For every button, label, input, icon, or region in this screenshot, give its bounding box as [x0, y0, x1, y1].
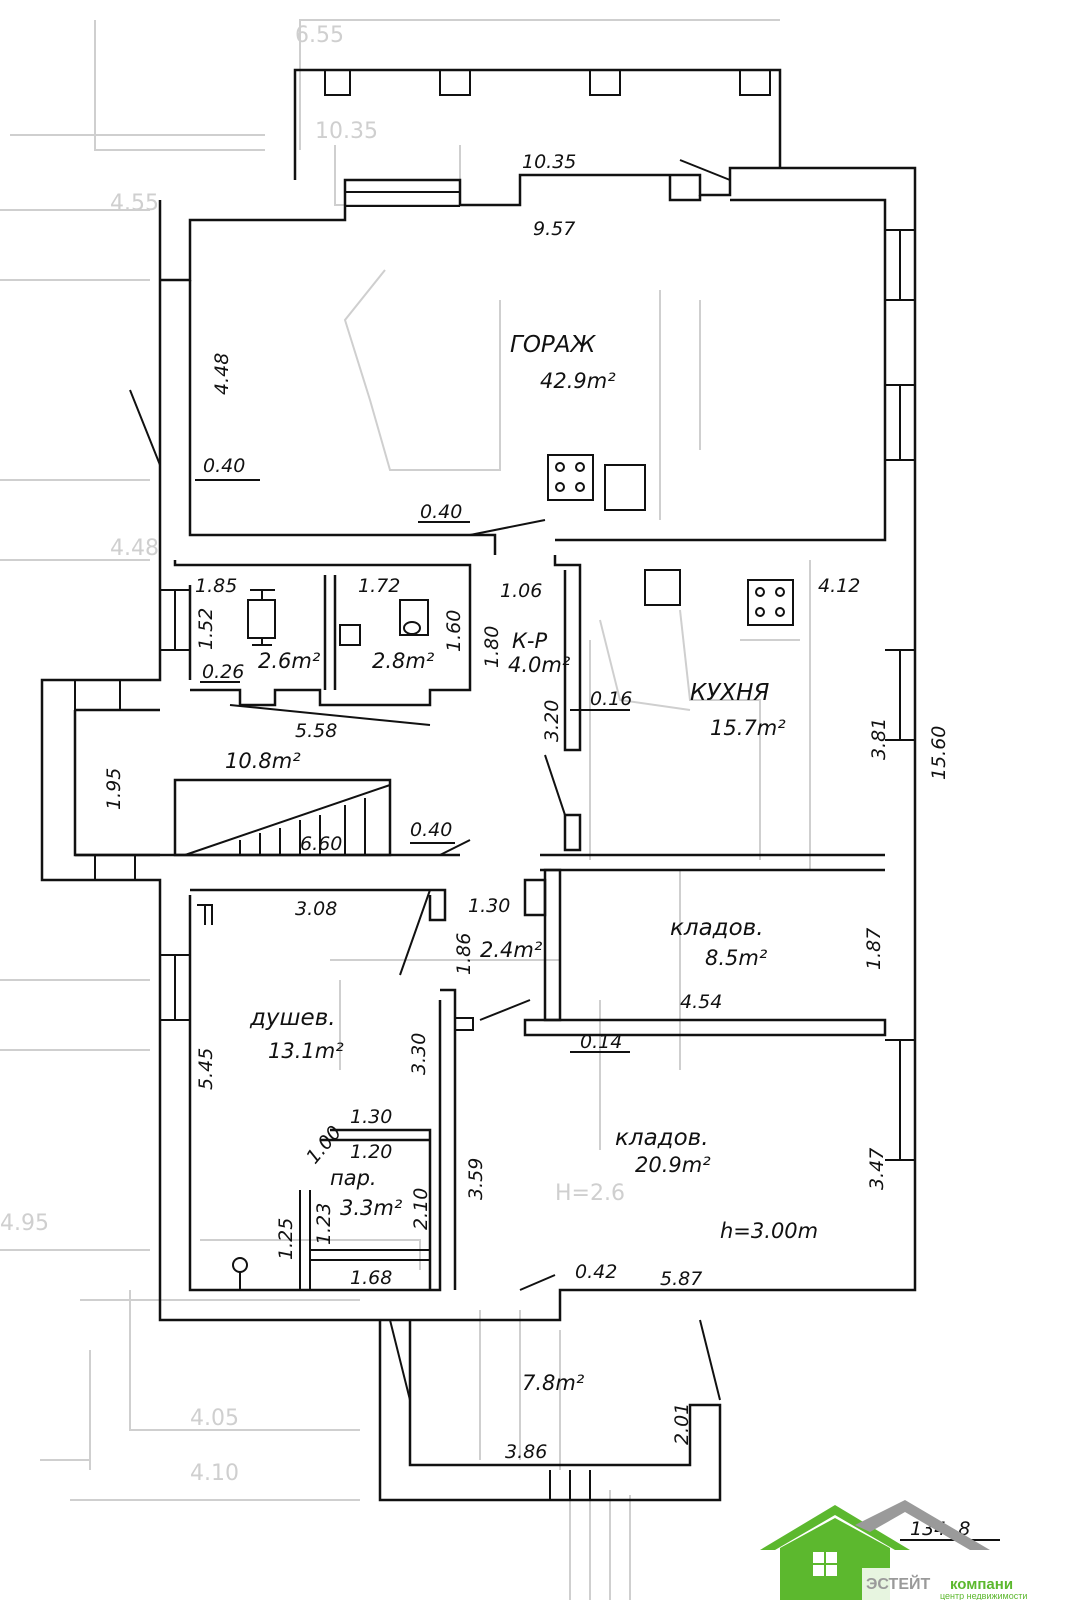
- vest-area: 2.4m²: [480, 938, 543, 962]
- dim-168: 1.68: [350, 1267, 392, 1289]
- dim-042: 0.42: [575, 1261, 617, 1283]
- dim-wall3: 0.40: [410, 819, 452, 841]
- dimension-labels: 10.35 9.57 4.48 0.40 0.40 1.85 1.52 1.72…: [103, 151, 1000, 1541]
- dim-125: 1.25: [275, 1218, 297, 1260]
- dim-wall2: 0.40: [420, 501, 462, 523]
- dim-120: 1.20: [350, 1141, 392, 1163]
- dim-014: 0.14: [580, 1031, 622, 1053]
- logo-brand: ЭСТЕЙТ: [866, 1574, 930, 1593]
- steam-name: пар.: [330, 1166, 377, 1190]
- pantry1-area: 8.5m²: [705, 946, 768, 970]
- dim-359: 3.59: [465, 1158, 487, 1200]
- logo-tagline: центр недвижимости: [940, 1591, 1027, 1600]
- dim-587: 5.87: [660, 1268, 702, 1290]
- hall-area: 10.8m²: [225, 749, 301, 773]
- dim-347: 3.47: [866, 1148, 888, 1190]
- dim-186: 1.86: [453, 933, 475, 975]
- building-walls: [40, 68, 917, 1502]
- dim-b1-h: 1.52: [195, 608, 217, 650]
- dim-123: 1.23: [313, 1203, 335, 1245]
- ghost-layer: 6.55 10.35 4.55 4.48 4.95 H=2.6 4.05 4.1…: [0, 19, 811, 1600]
- pantry2-height: h=3.00m: [720, 1219, 818, 1243]
- steam-area: 3.3m²: [340, 1196, 403, 1220]
- company-logo: ЭСТЕЙТ компани центр недвижимости: [760, 1500, 1071, 1600]
- drain-icon: [232, 1257, 248, 1273]
- corridor-name: К-Р: [512, 629, 547, 653]
- dim-cor-w: 1.06: [500, 580, 542, 602]
- dim-garage-side: 4.48: [211, 353, 233, 395]
- dim-210: 2.10: [410, 1188, 432, 1230]
- dim-195: 1.95: [103, 768, 125, 810]
- ghost-text-8: 4.10: [190, 1461, 239, 1486]
- ghost-text-4: 4.48: [110, 536, 159, 561]
- kitchen-name: КУХНЯ: [690, 680, 769, 706]
- corridor-area: 4.0m²: [508, 653, 571, 677]
- logo-brand-2: компани: [950, 1576, 1013, 1593]
- kitchen-sink-icon: [644, 569, 681, 606]
- dim-total-h: 15.60: [928, 726, 950, 780]
- dim-stair: 6.60: [300, 833, 342, 855]
- dim-b2-w: 1.72: [358, 575, 400, 597]
- dim-026: 0.26: [202, 661, 244, 683]
- dim-386: 3.86: [505, 1441, 547, 1463]
- sink-icon: [604, 464, 646, 511]
- kitchen-area: 15.7m²: [710, 716, 786, 740]
- porch-area: 7.8m²: [522, 1371, 585, 1395]
- pantry1-name: кладов.: [670, 915, 764, 941]
- ghost-text-3: 4.55: [110, 191, 159, 216]
- ghost-text-7: 4.05: [190, 1406, 239, 1431]
- dim-454: 4.54: [680, 991, 722, 1013]
- dim-130b: 1.30: [350, 1106, 392, 1128]
- ghost-text-2: 10.35: [315, 119, 378, 144]
- dim-kit-h: 3.81: [868, 718, 890, 760]
- shower-area: 13.1m²: [268, 1039, 344, 1063]
- dim-201: 2.01: [671, 1403, 693, 1445]
- dim-308: 3.08: [295, 898, 337, 920]
- dim-b1-w: 1.85: [195, 575, 237, 597]
- bath-sink-icon: [247, 589, 276, 646]
- dim-cor-h: 1.80: [481, 626, 503, 668]
- ghost-text-5: 4.95: [0, 1211, 49, 1236]
- outer-wall: [40, 166, 917, 1322]
- shower-tap-icon: [197, 904, 213, 925]
- garage-name: ГОРАЖ: [510, 332, 597, 358]
- toilet-icon: [399, 599, 429, 636]
- kitchen-stove-icon: [747, 579, 794, 626]
- dim-top-inner: 9.57: [533, 218, 575, 240]
- dim-top-outer: 10.35: [522, 151, 576, 173]
- bath1-area: 2.6m²: [258, 649, 321, 673]
- pantry2-area: 20.9m²: [635, 1153, 711, 1177]
- dim-100: 1.00: [302, 1122, 346, 1169]
- fixtures: [197, 454, 794, 1290]
- ghost-text-6: H=2.6: [555, 1181, 625, 1206]
- dim-b2-h: 1.60: [443, 610, 465, 652]
- pantry2-name: кладов.: [615, 1125, 709, 1151]
- dim-016: 0.16: [590, 688, 632, 710]
- dim-330: 3.30: [408, 1033, 430, 1075]
- stove-icon: [547, 454, 594, 501]
- bath2-area: 2.8m²: [372, 649, 435, 673]
- dim-187: 1.87: [863, 928, 885, 970]
- dim-558: 5.58: [295, 720, 337, 742]
- dim-kit-w: 4.12: [818, 575, 860, 597]
- dim-130a: 1.30: [468, 895, 510, 917]
- dim-wall1: 0.40: [203, 455, 245, 477]
- dim-320: 3.20: [541, 700, 563, 742]
- shower-name: душев.: [249, 1005, 336, 1031]
- ghost-text-1: 6.55: [295, 23, 344, 48]
- garage-area: 42.9m²: [540, 369, 616, 393]
- dim-545: 5.45: [195, 1048, 217, 1090]
- room-labels: ГОРАЖ 42.9m² 10.8m² 2.6m² 2.8m² К-Р 4.0m…: [225, 332, 818, 1395]
